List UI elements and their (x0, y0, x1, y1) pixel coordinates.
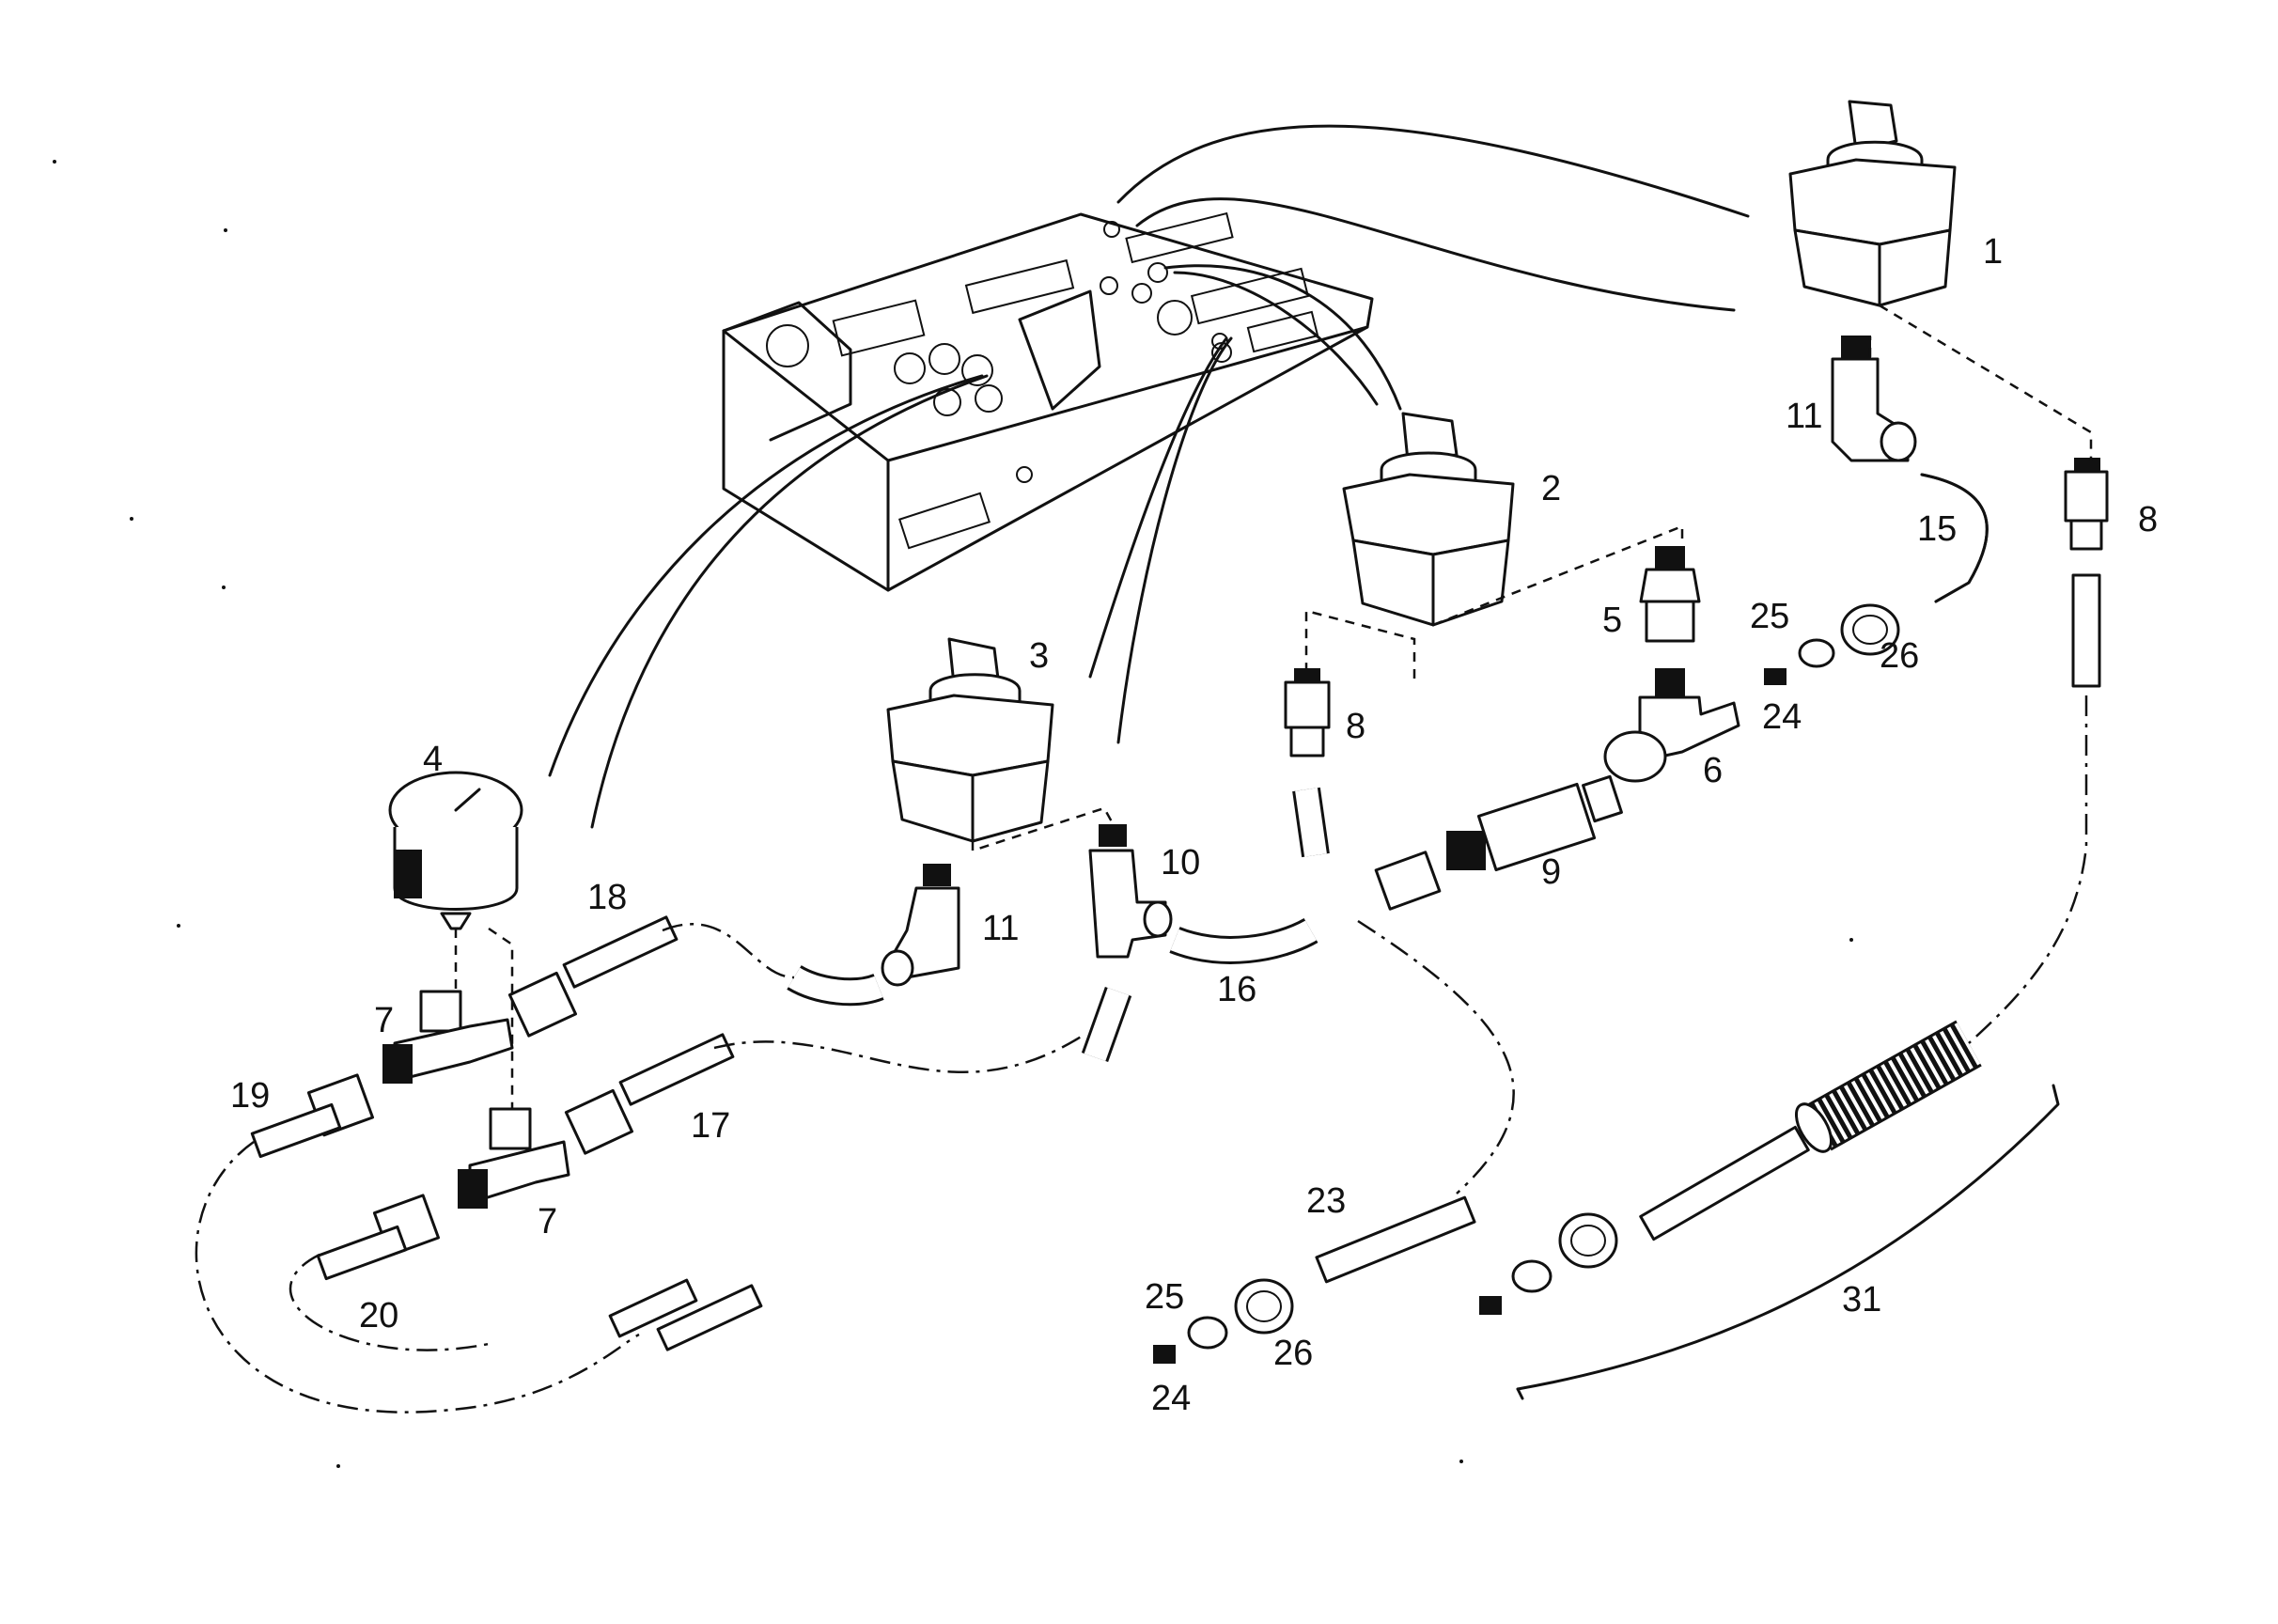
label-part-23: 23 (1306, 1181, 1346, 1221)
label-part-26-lower: 26 (1273, 1334, 1313, 1373)
label-part-9: 9 (1541, 852, 1561, 892)
adapter-8-right (2064, 458, 2109, 551)
label-part-5: 5 (1602, 601, 1622, 640)
switch-unit-2 (1342, 412, 1515, 627)
hose-16 (1169, 917, 1318, 964)
part-labels: 1 2 3 4 5 6 7 7 8 8 9 10 11 11 15 16 17 … (230, 232, 2158, 1418)
label-part-7-upper: 7 (374, 1001, 394, 1040)
label-part-25-upper: 25 (1750, 597, 1789, 636)
label-part-11-upper: 11 (1786, 397, 1822, 436)
label-part-11-lower: 11 (982, 909, 1019, 948)
label-part-16: 16 (1217, 970, 1256, 1009)
label-part-17: 17 (691, 1106, 730, 1146)
label-part-3: 3 (1029, 636, 1049, 676)
nut-fitting-16-right (1374, 851, 1442, 911)
tube-23 (1315, 1195, 1476, 1284)
scan-specks (53, 160, 1853, 1468)
kit-31-parts (1479, 1212, 1618, 1315)
switch-unit-3 (886, 637, 1054, 843)
dashed-connection-lines (454, 304, 2093, 1109)
label-part-6: 6 (1703, 751, 1723, 790)
hose-15 (1920, 473, 1989, 603)
label-part-19: 19 (230, 1076, 270, 1116)
dash-dot-routing-lines (195, 695, 2088, 1413)
label-part-8-right: 8 (2138, 500, 2158, 539)
nut-fitting-20 (316, 1194, 441, 1281)
ferrule-25-upper (1798, 638, 1835, 668)
label-part-2: 2 (1541, 469, 1561, 508)
tubes-20-lower (608, 1278, 763, 1351)
adapter-5 (1639, 546, 1701, 643)
tube-31 (1639, 1125, 1810, 1241)
label-part-31: 31 (1842, 1280, 1881, 1320)
label-part-4: 4 (423, 740, 443, 779)
label-part-8-middle: 8 (1346, 707, 1365, 746)
insert-24-upper (1764, 668, 1787, 685)
switch-unit-1 (1788, 100, 1957, 307)
location-arrows (548, 124, 1750, 829)
pressure-gauge (388, 771, 523, 930)
hose-10-lower (1081, 986, 1132, 1063)
label-part-7-lower: 7 (538, 1202, 557, 1241)
nut-26-lower (1234, 1278, 1294, 1335)
nut-fitting-19 (250, 1073, 375, 1159)
nut-fitting-18 (507, 915, 679, 1038)
label-part-24-lower: 24 (1151, 1379, 1191, 1418)
hose-18-curve (787, 964, 884, 1007)
insert-24-lower (1153, 1345, 1176, 1364)
tee-fitting-7-lower (458, 1107, 570, 1209)
nut-fitting-17 (564, 1033, 735, 1155)
label-part-1: 1 (1983, 232, 2003, 272)
dashboard-console (722, 211, 1374, 592)
hose-short-middle (1292, 787, 1330, 858)
ferrule-25-lower (1187, 1316, 1228, 1350)
label-part-26-upper: 26 (1880, 636, 1919, 676)
label-part-20: 20 (359, 1296, 398, 1335)
tee-fitting-10 (1088, 824, 1173, 959)
adapter-8-middle (1284, 668, 1331, 757)
label-part-25-lower: 25 (1145, 1277, 1184, 1317)
elbow-fitting-11-upper (1831, 336, 1917, 462)
tube-8-right (2071, 573, 2101, 688)
kit-31-bracket (1516, 1084, 2060, 1400)
label-part-15: 15 (1917, 509, 1957, 549)
label-part-24-upper: 24 (1762, 697, 1802, 737)
elbow-fitting-11-lower (881, 864, 960, 987)
tee-fitting-6 (1603, 668, 1740, 783)
nut-26-upper (1840, 603, 1900, 656)
hose-31-corrugated (1794, 1020, 1982, 1153)
label-part-18: 18 (587, 878, 627, 917)
coupling-9 (1446, 774, 1623, 872)
label-part-10: 10 (1161, 843, 1200, 882)
tee-fitting-7-upper (382, 990, 514, 1084)
